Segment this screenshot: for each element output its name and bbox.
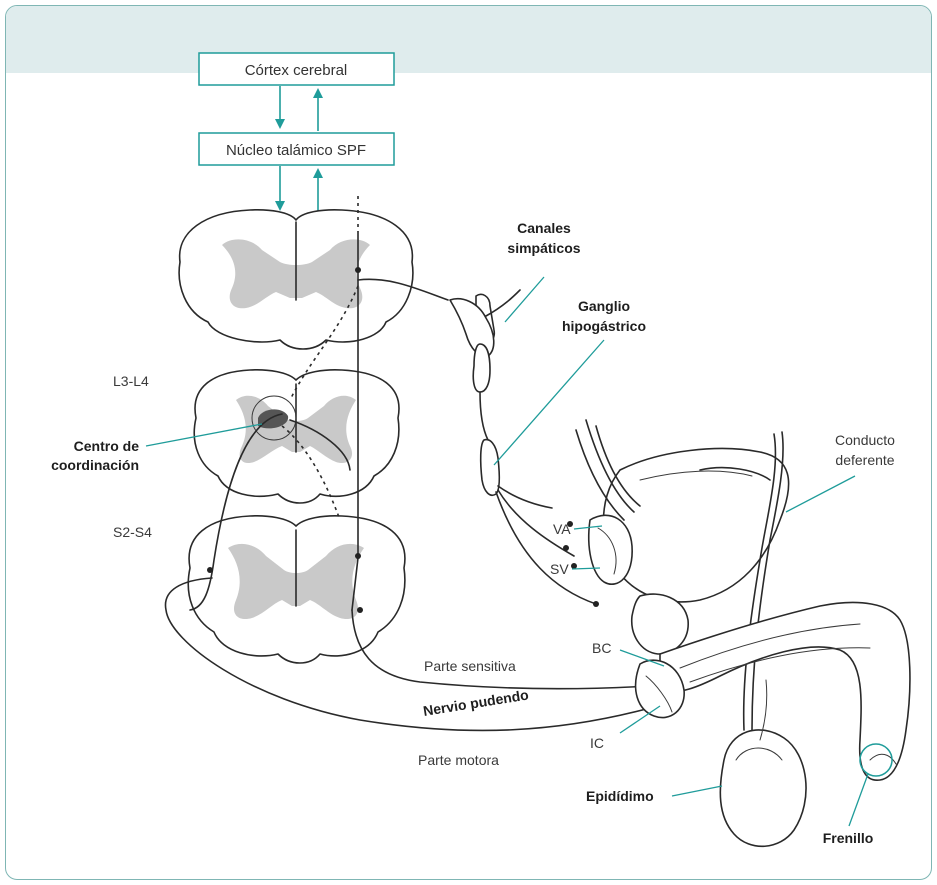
label-centro-line1: Centro de xyxy=(74,438,140,454)
testis xyxy=(720,680,806,846)
label-centro-line2: coordinación xyxy=(51,457,139,473)
spinal-segment-bottom xyxy=(188,516,405,663)
label-conducto-line1: Conducto xyxy=(835,432,895,448)
label-ganglio-line2: hipogástrico xyxy=(562,318,646,334)
label-s2-s4: S2-S4 xyxy=(113,524,152,540)
thalamus-label: Núcleo talámico SPF xyxy=(226,142,366,159)
label-parte-motora: Parte motora xyxy=(418,752,499,768)
label-bc: BC xyxy=(592,640,611,656)
label-sv: SV xyxy=(550,561,569,577)
cortex-label: Córtex cerebral xyxy=(245,62,348,79)
label-conducto-line2: deferente xyxy=(835,452,894,468)
label-canales-line2: simpáticos xyxy=(507,240,580,256)
label-va: VA xyxy=(553,521,571,537)
label-frenillo: Frenillo xyxy=(823,830,874,846)
label-canales-line1: Canales xyxy=(517,220,571,236)
label-l3-l4: L3-L4 xyxy=(113,373,149,389)
prostate-urethra xyxy=(632,594,688,654)
label-ganglio-line1: Ganglio xyxy=(578,298,630,314)
bladder xyxy=(603,449,788,602)
sympathetic-chain xyxy=(450,290,520,440)
label-ic: IC xyxy=(590,735,604,751)
thalamus-box: Núcleo talámico SPF xyxy=(199,133,394,165)
label-epididimo: Epidídimo xyxy=(586,788,654,804)
seminal-vesicles xyxy=(589,515,632,584)
cortex-box: Córtex cerebral xyxy=(199,53,394,85)
spinal-segment-middle xyxy=(194,370,399,503)
hypogastric-ganglion xyxy=(481,440,599,607)
label-nervio-pudendo: Nervio pudendo xyxy=(422,686,530,718)
label-parte-sensitiva: Parte sensitiva xyxy=(424,658,516,674)
